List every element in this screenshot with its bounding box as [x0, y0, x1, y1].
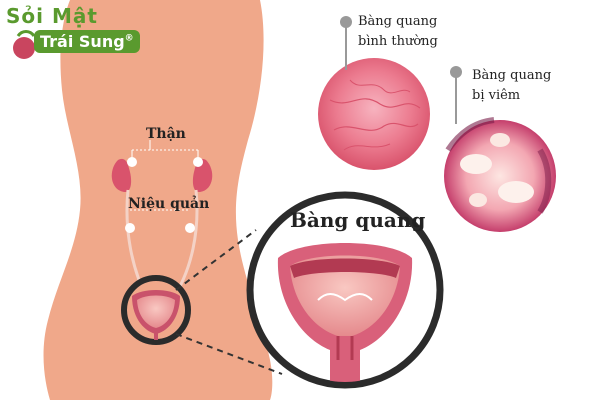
logo-subtitle: Trái Sung® [34, 30, 140, 53]
label-normal-bladder: Bàng quang bình thường [358, 12, 468, 52]
label-inflamed-bladder: Bàng quang bị viêm [472, 66, 582, 106]
bladder-zoom-circle [246, 191, 444, 389]
label-normal-line1: Bàng quang [358, 14, 438, 29]
label-kidney: Thận [146, 126, 186, 142]
bladder-inner-cavity [290, 255, 400, 336]
inflamed-tissue-circle [444, 117, 556, 232]
pin-inflamed [450, 66, 462, 124]
logo-registered-mark: ® [124, 33, 134, 44]
normal-tissue-circle [318, 58, 430, 170]
label-ureter: Niệu quản [128, 196, 210, 212]
label-inflamed-line2: bị viêm [472, 88, 521, 103]
kidney-right [192, 158, 213, 193]
logo-fig-icon [13, 30, 36, 59]
pin-normal [340, 16, 352, 70]
label-bladder: Bàng quang [290, 208, 426, 232]
kidney-left [111, 158, 132, 193]
label-normal-line2: bình thường [358, 34, 438, 49]
small-bladder-highlight [121, 275, 191, 345]
connector-upper [175, 229, 257, 291]
logo-title: Sỏi Mật [6, 4, 98, 28]
label-inflamed-line1: Bàng quang [472, 68, 552, 83]
logo-subtitle-text: Trái Sung [40, 32, 125, 51]
body-silhouette [43, 0, 273, 400]
connector-lower [175, 333, 283, 375]
